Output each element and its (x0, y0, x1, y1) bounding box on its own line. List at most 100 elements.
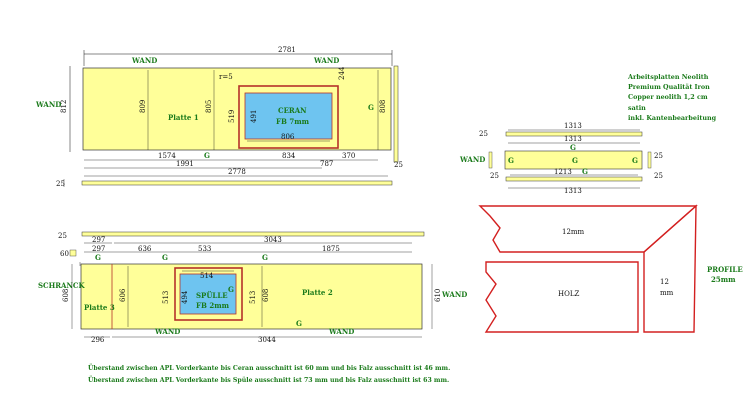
dim-296: 296 (91, 336, 105, 344)
dim-25-bottom: 25 (58, 232, 67, 240)
dim-533: 533 (198, 245, 211, 253)
dim-inner-depth-left: 809 (139, 100, 147, 113)
dim-inner-depth-mid: 805 (205, 100, 213, 113)
dim-513-b: 513 (249, 291, 257, 304)
dim-787: 787 (320, 160, 333, 168)
edge-g-bottom: G (204, 151, 210, 160)
dim-cutout-height: 519 (228, 110, 236, 123)
strip-length-bottom: 1313 (564, 187, 582, 195)
dim-cutout-offset: 244 (338, 66, 346, 80)
profile-material: HOLZ (558, 290, 579, 298)
spec-line-4: satin (628, 103, 646, 112)
dim-1991: 1991 (176, 160, 194, 168)
strip-25-b: 25 (654, 152, 663, 160)
dim-608-b: 608 (262, 289, 270, 302)
dim-cutout-inner-height: 491 (250, 110, 258, 123)
dim-2778: 2778 (228, 168, 246, 176)
sink-name: SPÜLLE (196, 291, 228, 300)
strip-length-top: 1313 (564, 122, 582, 130)
back-strip (81, 231, 425, 237)
dim-297-b: 297 (92, 245, 105, 253)
dim-25-strip: 25 (56, 180, 65, 188)
cooktop-name: CERAN (278, 106, 307, 115)
cooktop-falz (238, 85, 339, 149)
sink-spec: FB 2mm (196, 301, 230, 310)
side-strip-right (393, 65, 399, 163)
wall-label-top-right: WAND (313, 56, 339, 65)
cooktop-spec: FB 7mm (276, 117, 310, 126)
panel-platte-2 (80, 263, 423, 330)
strip-wall-label: WAND (459, 155, 485, 164)
edge-g-b: G (162, 253, 168, 262)
dim-left-depth: 812 (60, 100, 68, 113)
strip-end-left (488, 151, 493, 169)
strip-top (505, 131, 643, 137)
note-ceran: Überstand zwischen APL Vorderkante bis C… (88, 365, 451, 372)
spec-line-3: Copper neolith 1,2 cm (628, 93, 708, 102)
dim-606: 606 (119, 288, 127, 302)
dim-297-a: 297 (92, 236, 105, 244)
dim-370: 370 (342, 152, 355, 160)
dim-cutout-width: 806 (281, 133, 295, 141)
spec-line-1: Arbeitsplatten Neolith (628, 73, 709, 81)
dim-608-left: 608 (62, 289, 70, 302)
edge-g-right: G (368, 103, 374, 112)
dim-1574: 1574 (158, 152, 176, 160)
strip-g-mid: G (572, 156, 578, 165)
wall-label-bottom-left: WAND (154, 327, 180, 336)
radius-label: r=5 (219, 73, 233, 81)
strip-25-d: 25 (654, 172, 663, 180)
strip-end-right (647, 151, 652, 169)
dim-60: 60 (60, 250, 69, 258)
strip-g-top: G (570, 143, 576, 152)
dim-1875: 1875 (322, 245, 340, 253)
profile-wood-core (484, 261, 639, 333)
strip-g-left: G (508, 156, 514, 165)
strip-length-mid: 1313 (564, 135, 582, 143)
spec-line-5: inkl. Kantenbearbeitung (628, 113, 717, 122)
dim-494: 494 (181, 290, 189, 304)
wall-label-bottom-right: WAND (328, 327, 354, 336)
plate-label-2: Platte 2 (302, 288, 333, 297)
edge-g-c: G (262, 253, 268, 262)
dim-3043: 3043 (264, 236, 282, 244)
strip-25-c: 25 (490, 172, 499, 180)
plate-label-3: Platte 3 (84, 303, 115, 312)
dim-3044: 3044 (258, 336, 276, 344)
plate-label-1: Platte 1 (168, 113, 199, 122)
cabinet-label: SCHRANCK (38, 281, 85, 290)
strip-length-inner: 1213 (554, 168, 572, 176)
bottom-plan: 25 297 3043 297 636 533 1875 60 G G G Pl… (38, 231, 467, 344)
strip-g-right: G (632, 156, 638, 165)
spec-line-2: Premium Qualität Iron (628, 83, 710, 92)
profile-side-edge (643, 204, 697, 333)
sink-cutout (179, 273, 237, 315)
dim-right-depth: 808 (379, 100, 387, 113)
cooktop-cutout (244, 92, 333, 140)
note-spuele: Überstand zwischen APL Vorderkante bis S… (88, 377, 450, 384)
strip-bottom (505, 176, 643, 182)
side-strip-group: 1313 25 1313 G G G G WAND 25 25 25 1213 … (459, 122, 663, 195)
strip-main (504, 150, 643, 170)
strip-25-a: 25 (479, 130, 488, 138)
profile-title: PROFILE (707, 265, 743, 274)
dim-25-right: 25 (394, 161, 403, 169)
dim-514: 514 (200, 272, 214, 280)
dim-513: 513 (162, 291, 170, 304)
profile-side-unit: mm (660, 289, 674, 297)
top-plan: 2781 WAND WAND WAND 812 Platte 1 809 805… (35, 46, 403, 188)
sink-falz (174, 267, 243, 321)
dim-overall-width: 2781 (278, 46, 296, 54)
dim-834: 834 (282, 152, 296, 160)
wall-label-left: WAND (35, 100, 61, 109)
profile-drawing: 12mm 12 mm HOLZ PROFILE 25mm (478, 204, 743, 333)
profile-top-thickness: 12mm (562, 228, 585, 236)
edge-g-a: G (95, 253, 101, 262)
material-spec: Arbeitsplatten Neolith Premium Qualität … (628, 72, 716, 123)
edge-g-d: G (228, 285, 234, 294)
profile-side-thickness: 12 (660, 278, 669, 286)
profile-top-edge (478, 205, 698, 253)
edge-g-e: G (296, 319, 302, 328)
wall-label-top-left: WAND (131, 56, 157, 65)
dim-610: 610 (434, 289, 442, 302)
